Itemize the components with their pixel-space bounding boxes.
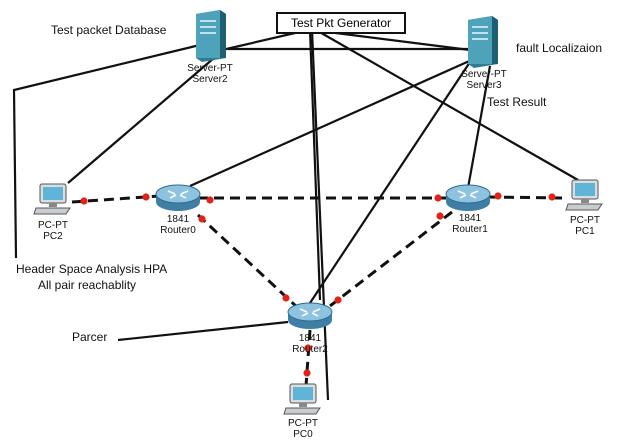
port-dots <box>80 192 556 377</box>
link-server3-router1 <box>466 65 492 189</box>
server2-label: Server-PT Server2 <box>187 63 233 85</box>
link-router2-pc0 <box>304 329 312 387</box>
router-icon <box>445 184 491 211</box>
pc-icon <box>565 179 603 211</box>
server-icon <box>468 16 498 68</box>
device-name: Router1 <box>452 224 488 235</box>
port-dot <box>282 294 290 302</box>
link-database-hsa <box>12 42 205 259</box>
device-type: 1841 <box>166 214 190 225</box>
all-pair-reachability-label: All pair reachablity <box>38 278 137 292</box>
test-packet-database-label: Test packet Database <box>51 23 167 37</box>
device-type: 1841 <box>458 213 482 224</box>
router1-label: 1841 Router1 <box>452 213 488 235</box>
device-type: Server-PT <box>461 69 507 80</box>
device-type: PC-PT <box>570 215 600 226</box>
pc-icon <box>283 383 321 415</box>
link-generator-router2 <box>308 29 322 301</box>
port-dot <box>206 196 214 204</box>
device-name: PC1 <box>575 226 595 237</box>
router-icon <box>287 302 333 329</box>
device-name: Router0 <box>160 225 196 236</box>
port-dot <box>303 369 311 377</box>
device-type: 1841 <box>298 333 322 344</box>
port-dot <box>434 194 442 202</box>
link-generator-pc0 <box>310 29 330 401</box>
device-type: Server-PT <box>187 63 233 74</box>
pc-icon <box>33 183 71 215</box>
test-pkt-generator-box: Test Pkt Generator <box>276 12 406 34</box>
pc2-label: PC-PT PC2 <box>38 220 68 242</box>
link-parcer-router2 <box>117 320 289 342</box>
device-type: PC-PT <box>288 418 318 429</box>
port-dot <box>142 193 150 201</box>
port-dot <box>334 296 342 304</box>
port-dot <box>548 193 556 201</box>
device-type: PC-PT <box>38 220 68 231</box>
router2-label: 1841 Router2 <box>292 333 328 355</box>
router-icon <box>155 184 201 211</box>
link-router1-router2 <box>329 210 453 308</box>
router0-label: 1841 Router0 <box>160 214 196 236</box>
link-router0-router2 <box>196 213 300 310</box>
server3-label: Server-PT Server3 <box>461 69 507 91</box>
device-name: PC0 <box>293 429 313 440</box>
link-server3-router0 <box>189 56 477 188</box>
parcer-label: Parcer <box>72 330 108 344</box>
port-dot <box>304 344 312 352</box>
device-name: PC2 <box>43 231 63 242</box>
device-name: Server2 <box>192 74 228 85</box>
hsa-label: Header Space Analysis HPA <box>16 262 168 276</box>
pc0-label: PC-PT PC0 <box>288 418 318 440</box>
port-dot <box>80 197 88 205</box>
device-name: Router2 <box>292 344 328 355</box>
link-server2-pc2 <box>67 57 215 184</box>
device-name: Server3 <box>466 80 502 91</box>
server-icon <box>196 10 226 62</box>
port-dot <box>494 192 502 200</box>
logical-links <box>12 28 579 401</box>
test-result-label: Test Result <box>487 95 547 109</box>
link-generator-pc1 <box>315 29 579 181</box>
link-server3-router2 <box>307 61 471 307</box>
fault-localization-label: fault Localizaion <box>516 41 603 55</box>
port-dot <box>198 215 206 223</box>
pc1-label: PC-PT PC1 <box>570 215 600 237</box>
port-dot <box>436 212 444 220</box>
